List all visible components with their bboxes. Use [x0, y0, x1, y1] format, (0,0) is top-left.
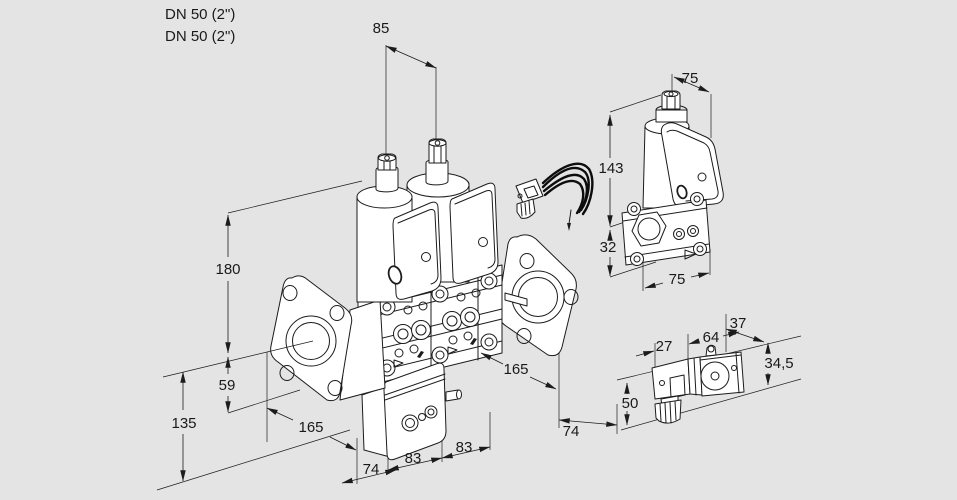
side-valve-drawing	[621, 90, 724, 266]
header-labels: DN 50 (2") DN 50 (2")	[165, 6, 235, 45]
side-dimension-lines	[607, 76, 710, 289]
dim-83-right-label: 83	[456, 439, 473, 456]
dim-37-label: 37	[730, 315, 747, 332]
side-dimension-labels: 75 143 32 75	[598, 70, 698, 288]
dim-74-right-label: 74	[563, 423, 580, 440]
dim-34-5-label: 34,5	[764, 355, 793, 372]
flange-left	[270, 275, 386, 402]
body-corner-bolts	[378, 272, 498, 377]
dim-27-label: 27	[656, 338, 673, 355]
dim-83-left-label: 83	[405, 450, 422, 467]
dim-64-label: 64	[703, 329, 720, 346]
main-dimension-labels: 85 180 59 135 165 74 83 83 165 74	[171, 20, 579, 478]
pressure-taps	[393, 307, 480, 344]
pipe-axis-line	[162, 340, 314, 378]
bottom-flange-box	[361, 362, 462, 461]
main-view: 85 180 59 135 165 74 83 83 165 74	[156, 20, 618, 491]
coil-drawing	[651, 344, 745, 424]
dim-165-left-label: 165	[298, 419, 323, 436]
main-dimension-lines	[180, 45, 618, 484]
coil-dimension-labels: 27 64 37 34,5 50	[622, 315, 794, 412]
coil-dimension-lines	[624, 328, 771, 426]
dim-75-top-label: 75	[682, 70, 699, 87]
dim-50-label: 50	[622, 395, 639, 412]
body-screws	[394, 288, 481, 358]
dim-165-right-label: 165	[503, 361, 528, 378]
solenoid-cover-right	[449, 182, 499, 284]
flow-direction-arrows	[393, 338, 477, 368]
product-label-1: DN 50 (2")	[165, 6, 235, 23]
solenoid-cover-left	[387, 201, 442, 300]
cable-connector	[515, 162, 594, 231]
dim-180-label: 180	[215, 261, 240, 278]
side-view: 75 143 32 75	[598, 70, 724, 291]
dim-85-label: 85	[373, 20, 390, 37]
dim-75-bottom-label: 75	[669, 271, 686, 288]
flange-right	[497, 234, 579, 357]
dim-59-label: 59	[219, 377, 236, 394]
dim-74-bottom-label: 74	[363, 461, 380, 478]
coil-view: 27 64 37 34,5 50	[616, 314, 802, 431]
product-label-2: DN 50 (2")	[165, 28, 235, 45]
dim-143-label: 143	[598, 160, 623, 177]
dim-135-label: 135	[171, 415, 196, 432]
dim-32-label: 32	[600, 239, 617, 256]
